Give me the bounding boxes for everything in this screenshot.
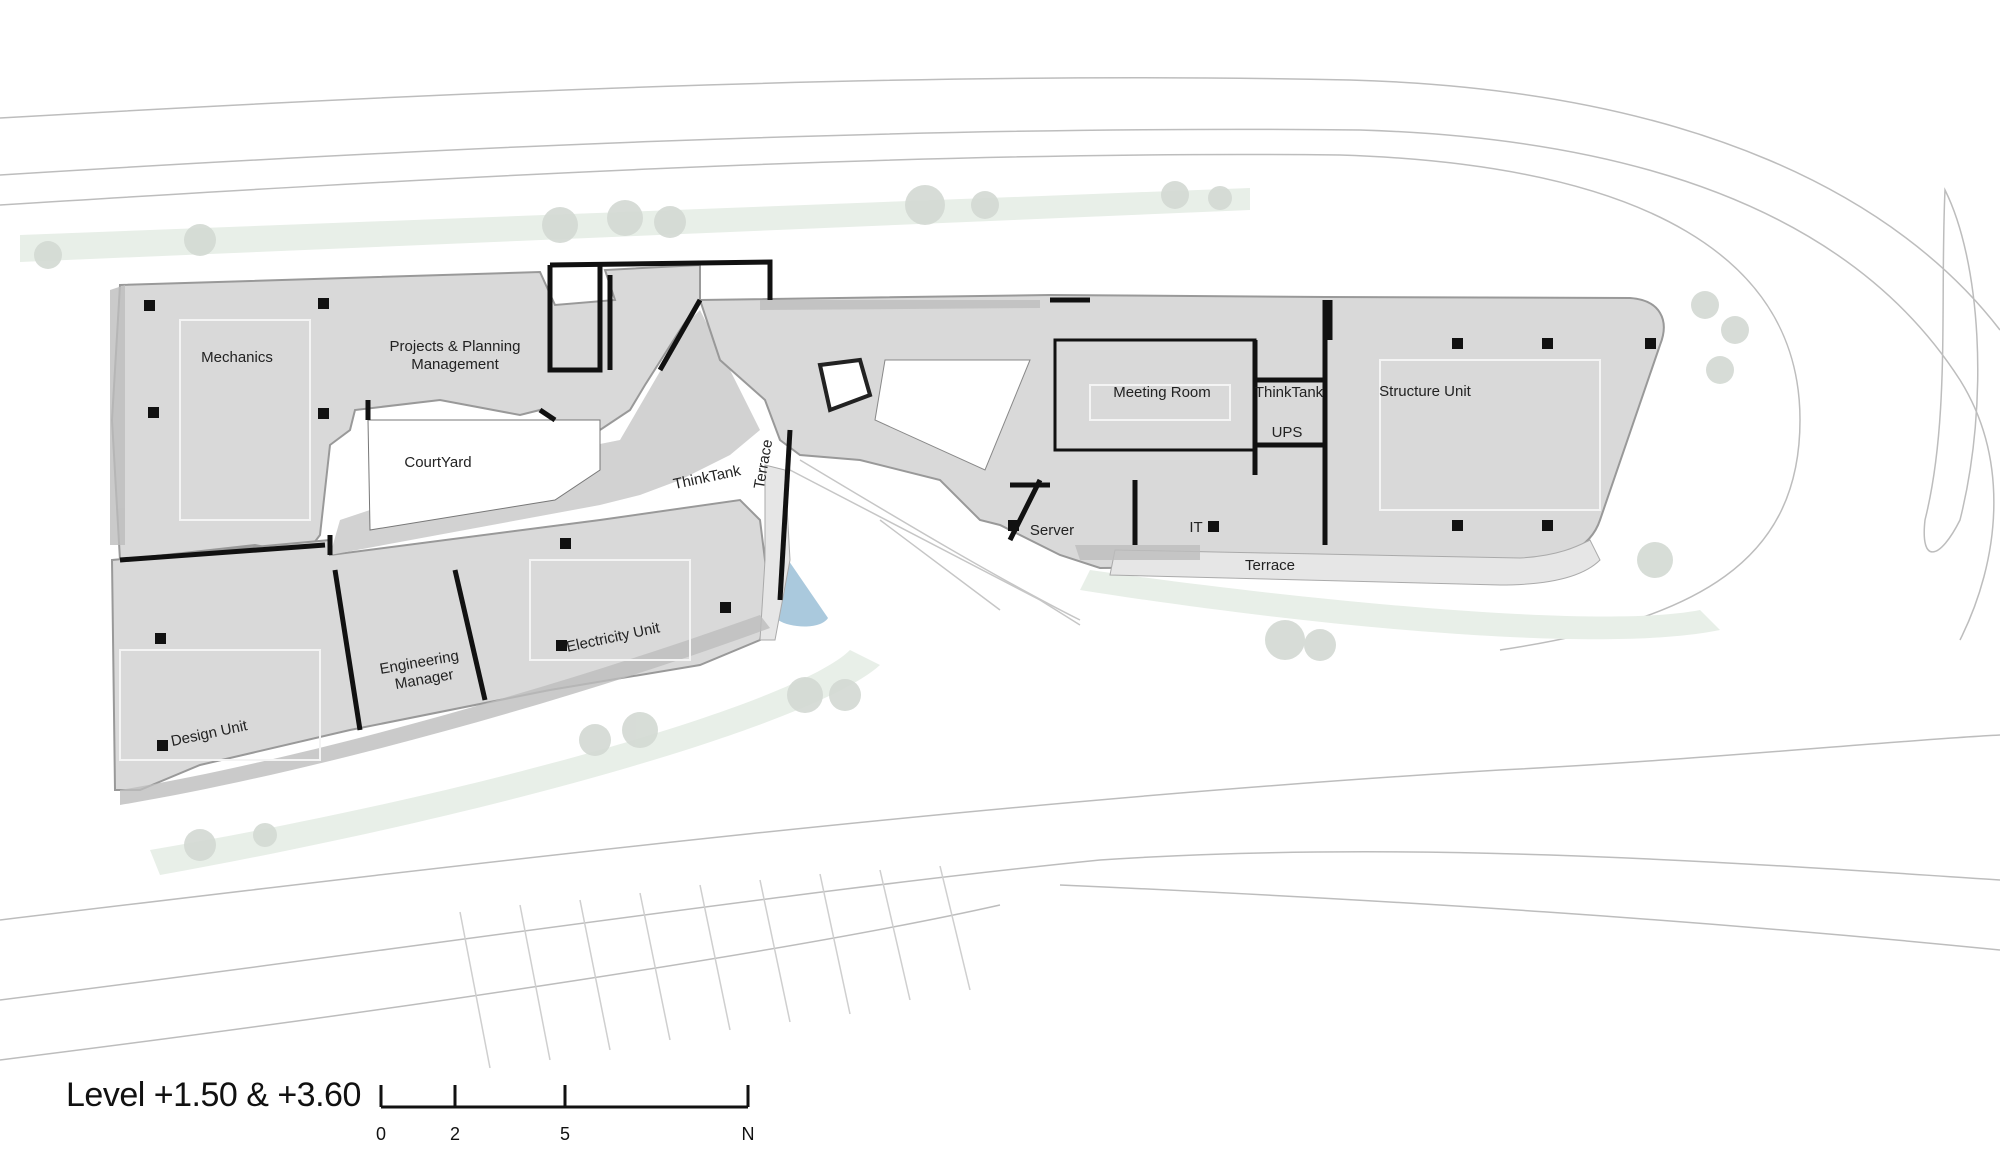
driveway bbox=[789, 459, 1081, 626]
label-server: Server bbox=[1030, 522, 1074, 539]
label-mechanics: Mechanics bbox=[201, 349, 273, 366]
trees bbox=[34, 181, 1749, 861]
scale-tick-0: 0 bbox=[376, 1124, 386, 1144]
label-projects-planning-1: Projects & Planning bbox=[390, 338, 521, 355]
scale-bar-labels: 0 2 5 N bbox=[376, 1124, 755, 1144]
courtyard-void bbox=[367, 419, 601, 531]
label-thinktank-east: ThinkTank bbox=[1255, 384, 1324, 401]
label-meeting-room: Meeting Room bbox=[1113, 384, 1211, 401]
scale-tick-5: 5 bbox=[560, 1124, 570, 1144]
label-courtyard: CourtYard bbox=[404, 454, 471, 471]
label-structure-unit: Structure Unit bbox=[1379, 383, 1472, 400]
scale-tick-2: 2 bbox=[450, 1124, 460, 1144]
planters bbox=[110, 285, 1200, 805]
furniture bbox=[119, 319, 1601, 761]
label-projects-planning-2: Management bbox=[411, 356, 499, 373]
scale-bar bbox=[379, 1085, 750, 1109]
label-terrace-south: Terrace bbox=[1245, 557, 1295, 574]
east-wing bbox=[698, 293, 1665, 570]
site-context bbox=[0, 76, 2000, 1069]
label-ups: UPS bbox=[1272, 424, 1303, 441]
label-it: IT bbox=[1189, 519, 1202, 536]
scale-tick-north: N bbox=[742, 1124, 755, 1144]
level-caption: Level +1.50 & +3.60 bbox=[66, 1076, 361, 1114]
walls bbox=[119, 259, 1333, 731]
columns bbox=[144, 298, 1656, 751]
water-feature bbox=[778, 548, 828, 627]
